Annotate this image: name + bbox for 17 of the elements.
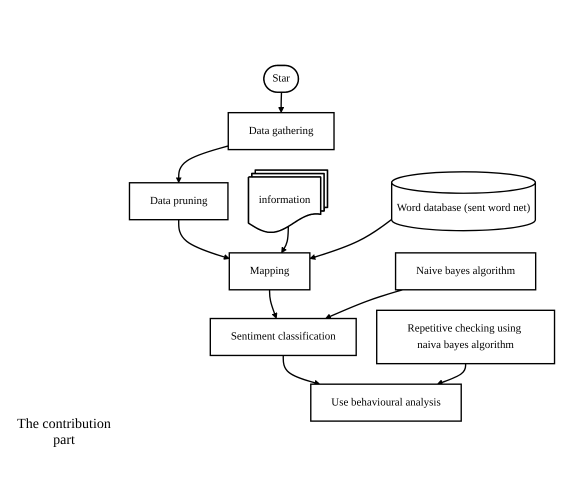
arrow xyxy=(282,356,320,386)
node-box: Data gathering xyxy=(228,112,335,150)
arrow xyxy=(178,220,230,260)
node-box: Mapping xyxy=(228,252,311,291)
arrow xyxy=(436,364,466,386)
node-box: Use behavioural analysis xyxy=(310,384,462,422)
annotation-label: The contribution part xyxy=(16,417,112,449)
node-box: Sentiment classification xyxy=(210,318,357,356)
node-box: Repetitive checking using naiva bayes algorithm xyxy=(376,310,556,365)
node-box: Data pruning xyxy=(128,182,229,221)
arrow xyxy=(278,92,284,114)
node-box: Naive bayes algorithm xyxy=(394,252,536,291)
arrow xyxy=(310,219,392,260)
arrow xyxy=(176,146,228,184)
arrow xyxy=(268,290,278,319)
arrow xyxy=(325,289,403,320)
arrow xyxy=(281,227,289,254)
